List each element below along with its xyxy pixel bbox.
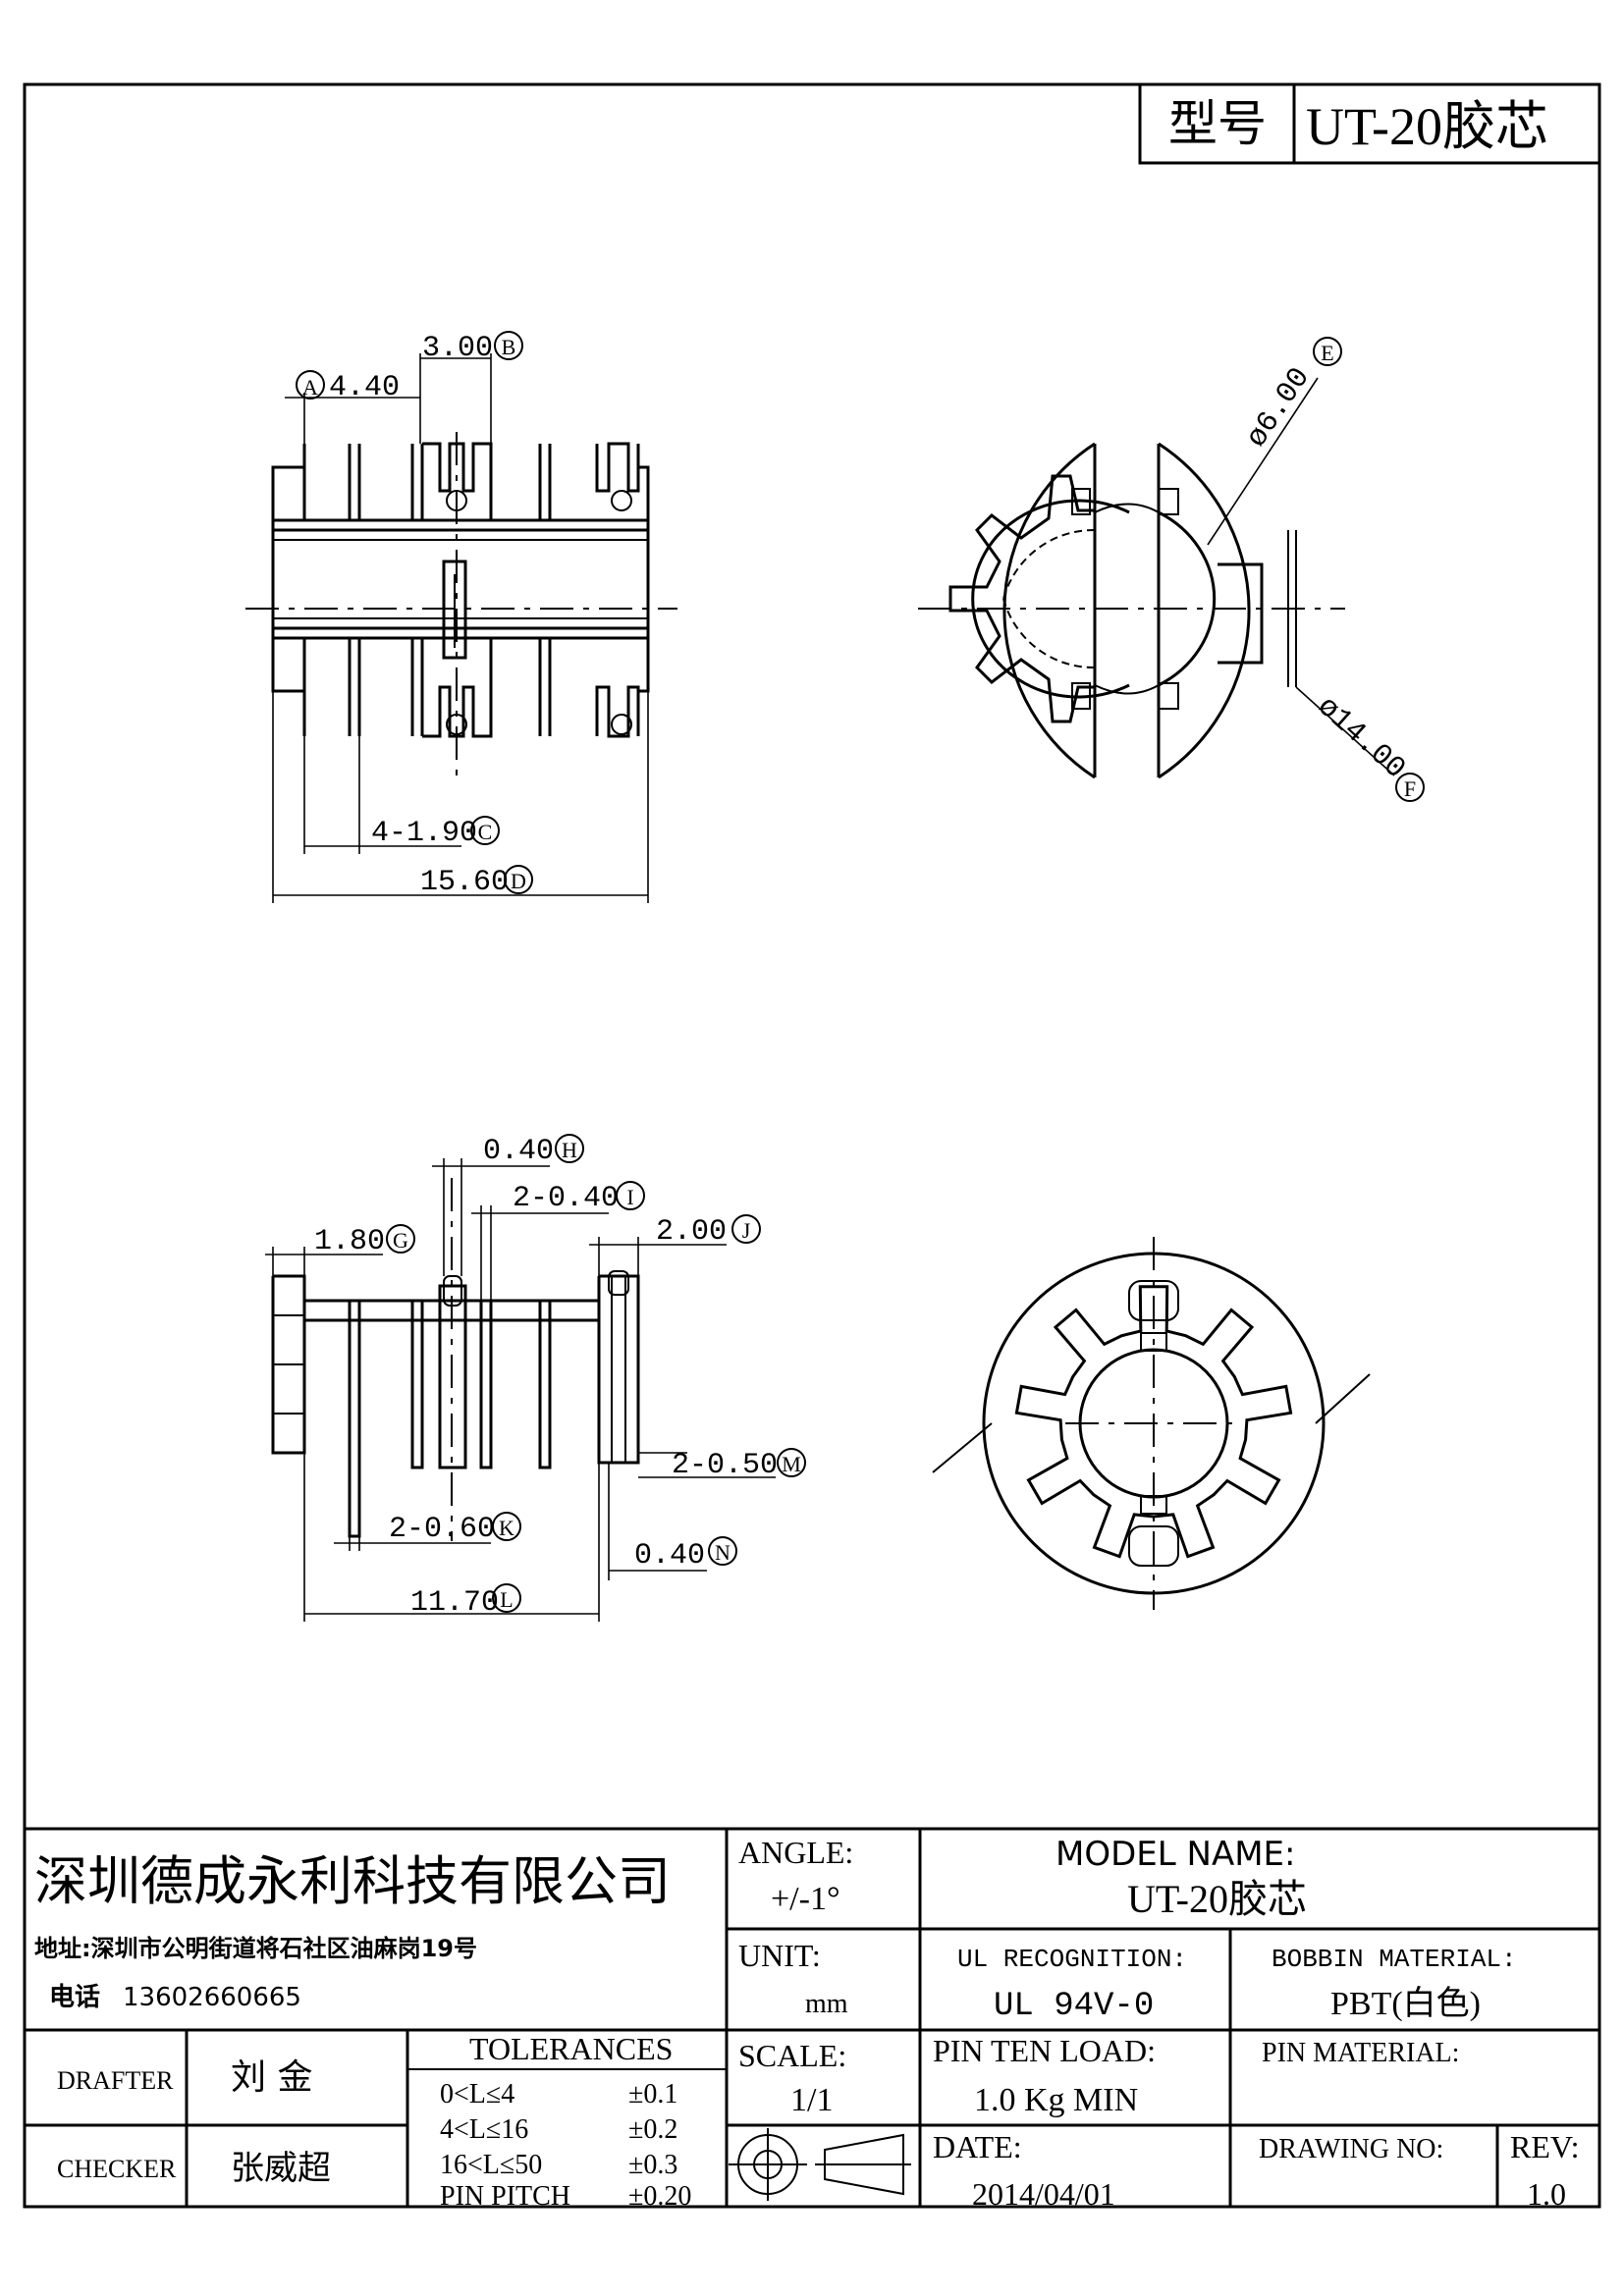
title-block: 深圳德成永利科技有限公司 地址:深圳市公明街道将石社区油麻岗19号 电话 136… bbox=[25, 1827, 1599, 2212]
dim-f-value: ø14.00 bbox=[1310, 690, 1411, 786]
tolerance-range: 4<L≤16 bbox=[440, 2114, 528, 2145]
dim-m-tag: M bbox=[782, 1452, 801, 1476]
ul-label: UL RECOGNITION: bbox=[957, 1945, 1187, 1974]
bottom-view bbox=[932, 1237, 1371, 1610]
bobbin-material-value: PBT(白色) bbox=[1330, 1985, 1481, 2022]
scale-value: 1/1 bbox=[790, 2082, 833, 2118]
dim-a-tag: A bbox=[302, 375, 318, 400]
tolerance-value: ±0.3 bbox=[628, 2150, 677, 2180]
dim-i-value: 2-0.40 bbox=[513, 1182, 619, 1215]
dim-l-tag: L bbox=[500, 1587, 513, 1612]
phone-label: 电话 bbox=[49, 1983, 100, 2012]
dim-n-value: 0.40 bbox=[634, 1539, 705, 1573]
model-label: 型号 bbox=[1168, 96, 1267, 151]
model-header: 型号 UT-20胶芯 bbox=[1138, 82, 1601, 165]
bobbin-material-label: BOBBIN MATERIAL: bbox=[1272, 1945, 1517, 1974]
dim-b-value: 3.00 bbox=[422, 332, 493, 365]
tolerances-label: TOLERANCES bbox=[469, 2031, 673, 2066]
pin-material-label: PIN MATERIAL: bbox=[1262, 2038, 1459, 2068]
unit-value: mm bbox=[805, 1989, 848, 2019]
unit-label: UNIT: bbox=[738, 1938, 821, 1973]
dim-k-tag: K bbox=[499, 1516, 514, 1540]
pin-ten-load-value: 1.0 Kg MIN bbox=[974, 2082, 1138, 2118]
scale-label: SCALE: bbox=[738, 2038, 846, 2073]
dim-j-value: 2.00 bbox=[656, 1215, 727, 1249]
model-value: UT-20胶芯 bbox=[1306, 97, 1548, 156]
dim-c-value: 4-1.90 bbox=[371, 817, 477, 850]
tolerance-value: ±0.2 bbox=[628, 2114, 677, 2145]
dim-h-tag: H bbox=[562, 1138, 577, 1162]
dim-l-value: 11.70 bbox=[410, 1586, 499, 1620]
dim-a-value: 4.40 bbox=[329, 371, 400, 404]
model-name-value: UT-20胶芯 bbox=[1127, 1877, 1307, 1921]
tolerance-list: 0<L≤4 ±0.1 4<L≤16 ±0.2 16<L≤50 ±0.3 PIN … bbox=[440, 2079, 691, 2212]
sheet-border bbox=[23, 82, 1601, 2209]
rev-label: REV: bbox=[1510, 2129, 1580, 2164]
side-view: 1.80 G 0.40 H 2-0.40 I 2.00 J 2-0.60 K bbox=[265, 1134, 806, 1622]
dim-j-tag: J bbox=[742, 1218, 751, 1243]
front-view: 4.40 A 3.00 B 4-1.90 C 15.60 D bbox=[245, 331, 677, 903]
phone-number: 13602660665 bbox=[123, 1983, 301, 2012]
date-label: DATE: bbox=[933, 2129, 1022, 2164]
tolerance-value: ±0.1 bbox=[628, 2079, 677, 2109]
drafter-label: DRAFTER bbox=[57, 2066, 174, 2095]
rev-value: 1.0 bbox=[1527, 2176, 1566, 2212]
company-name: 深圳德成永利科技有限公司 bbox=[34, 1850, 671, 1912]
checker-label: CHECKER bbox=[57, 2155, 177, 2183]
dim-m-value: 2-0.50 bbox=[672, 1449, 778, 1482]
drawing-no-label: DRAWING NO: bbox=[1259, 2134, 1443, 2164]
dim-d-value: 15.60 bbox=[420, 866, 509, 899]
top-view: ø6.00 E ø14.00 F bbox=[918, 337, 1425, 802]
tolerance-range: 0<L≤4 bbox=[440, 2079, 514, 2109]
dim-h-value: 0.40 bbox=[483, 1135, 554, 1168]
ul-value: UL 94V-0 bbox=[994, 1988, 1154, 2025]
dim-n-tag: N bbox=[715, 1540, 731, 1565]
dim-e-value: ø6.00 bbox=[1240, 362, 1318, 454]
dim-d-tag: D bbox=[511, 869, 526, 893]
dim-i-tag: I bbox=[626, 1185, 633, 1209]
dim-f-tag: F bbox=[1404, 776, 1416, 801]
dim-b-tag: B bbox=[502, 335, 516, 359]
dim-c-tag: C bbox=[478, 820, 493, 844]
model-name-label: MODEL NAME: bbox=[1056, 1835, 1295, 1874]
checker-value: 张威超 bbox=[231, 2149, 331, 2188]
drafter-value: 刘 金 bbox=[231, 2057, 312, 2098]
dim-g-value: 1.80 bbox=[314, 1225, 385, 1258]
tolerance-value: ±0.20 bbox=[628, 2181, 691, 2212]
company-address: 地址:深圳市公明街道将石社区油麻岗19号 bbox=[34, 1935, 477, 1962]
dim-k-value: 2-0.60 bbox=[389, 1513, 495, 1546]
tolerance-range: PIN PITCH bbox=[440, 2181, 570, 2212]
angle-value: +/-1° bbox=[771, 1881, 840, 1917]
tolerance-range: 16<L≤50 bbox=[440, 2150, 542, 2180]
pin-ten-load-label: PIN TEN LOAD: bbox=[933, 2033, 1156, 2068]
dim-g-tag: G bbox=[393, 1228, 408, 1253]
date-value: 2014/04/01 bbox=[972, 2176, 1115, 2212]
dim-e-tag: E bbox=[1321, 341, 1333, 365]
angle-label: ANGLE: bbox=[738, 1835, 853, 1870]
projection-symbol bbox=[729, 2128, 911, 2201]
